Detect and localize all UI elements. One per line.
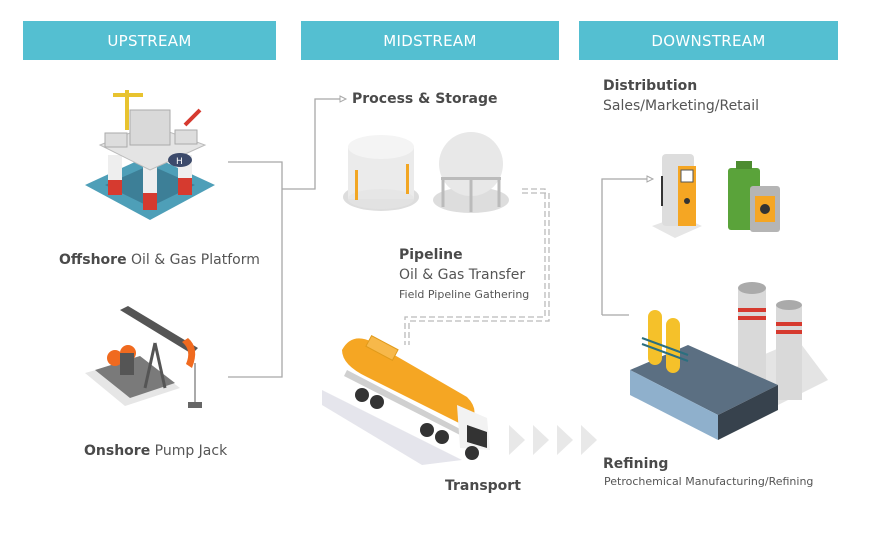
offshore-label-rest: Oil & Gas Platform	[126, 252, 260, 268]
arrow-distribution-icon	[646, 175, 655, 183]
connector-to-storage	[282, 98, 340, 190]
onshore-label-bold: Onshore	[84, 443, 151, 459]
offshore-platform-icon: H	[85, 90, 215, 220]
pipeline-title: Pipeline	[399, 247, 463, 263]
chevron-2	[533, 425, 549, 455]
pipeline-dashed-path	[404, 188, 550, 345]
pipeline-line1: Oil & Gas Transfer	[399, 267, 526, 283]
connector-to-distribution	[601, 178, 647, 316]
process-storage-label: Process & Storage	[352, 91, 498, 107]
chevron-1	[509, 425, 525, 455]
chevron-3	[557, 425, 573, 455]
chevron-4	[581, 425, 597, 455]
refining-subtitle: Petrochemical Manufacturing/Refining	[604, 475, 814, 488]
arrow-storage-icon	[339, 95, 348, 103]
tanker-truck-icon	[322, 334, 490, 465]
storage-tanks-icon	[343, 132, 509, 213]
transport-label: Transport	[445, 478, 521, 494]
header-midstream-label: MIDSTREAM	[383, 31, 477, 50]
distribution-title: Distribution	[603, 78, 698, 94]
refining-title: Refining	[603, 456, 669, 472]
header-midstream: MIDSTREAM	[301, 21, 559, 60]
transport-chevrons	[509, 425, 597, 455]
fuel-pump-icon	[652, 154, 780, 238]
header-downstream-label: DOWNSTREAM	[651, 31, 766, 50]
pipeline-line2: Field Pipeline Gathering	[399, 288, 530, 301]
refinery-icon	[630, 282, 828, 440]
onshore-label: Onshore Pump Jack	[84, 443, 227, 459]
svg-text:H: H	[176, 157, 183, 167]
offshore-label: Offshore Oil & Gas Platform	[59, 252, 260, 268]
offshore-label-bold: Offshore	[59, 252, 127, 268]
distribution-subtitle: Sales/Marketing/Retail	[603, 98, 760, 114]
connector-upstream-bracket	[228, 161, 283, 378]
onshore-label-rest: Pump Jack	[150, 443, 228, 459]
pump-jack-icon	[85, 306, 202, 408]
header-upstream: UPSTREAM	[23, 21, 276, 60]
header-upstream-label: UPSTREAM	[107, 31, 192, 50]
header-downstream: DOWNSTREAM	[579, 21, 838, 60]
